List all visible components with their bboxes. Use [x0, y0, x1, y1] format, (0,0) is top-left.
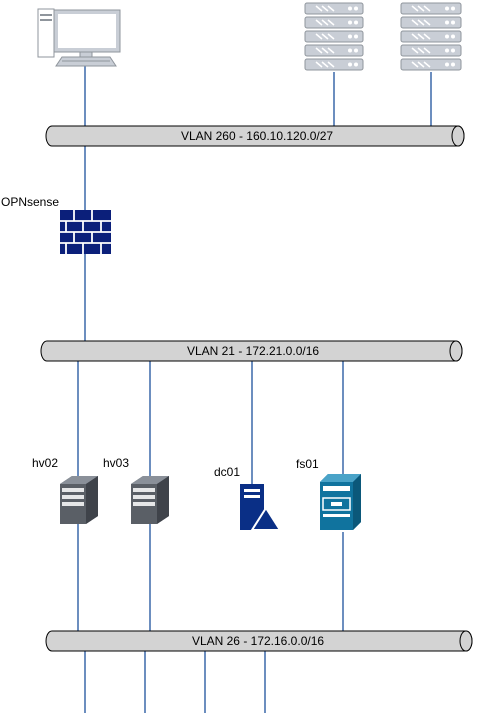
fs01-label: fs01	[296, 457, 319, 471]
bus-vlan21-label: VLAN 21 - 172.21.0.0/16	[187, 344, 319, 358]
fs01-node[interactable]: fs01	[296, 457, 361, 530]
rack-server-icon	[400, 2, 462, 72]
file-server-icon	[320, 474, 361, 530]
hv02-node[interactable]: hv02	[32, 456, 98, 524]
tower-server-icon	[60, 476, 98, 524]
bus-vlan260[interactable]: VLAN 260 - 160.10.120.0/27	[45, 125, 465, 147]
bus-vlan26[interactable]: VLAN 26 - 172.16.0.0/16	[45, 630, 473, 652]
hv02-label: hv02	[32, 456, 58, 470]
firewall-node[interactable]: OPNsense	[1, 195, 111, 254]
dc01-label: dc01	[214, 465, 240, 479]
rack-server-node-2[interactable]	[400, 2, 462, 72]
bus-vlan21[interactable]: VLAN 21 - 172.21.0.0/16	[40, 340, 463, 362]
domain-controller-icon	[240, 484, 282, 531]
workstation-node[interactable]	[37, 8, 121, 67]
tower-server-icon	[131, 476, 169, 524]
firewall-icon	[60, 210, 111, 254]
rack-server-node-1[interactable]	[304, 2, 364, 72]
rack-server-icon	[304, 2, 364, 72]
hv03-node[interactable]: hv03	[103, 456, 169, 524]
workstation-icon	[37, 8, 121, 67]
bus-vlan26-label: VLAN 26 - 172.16.0.0/16	[192, 634, 324, 648]
hv03-label: hv03	[103, 456, 129, 470]
bus-vlan260-label: VLAN 260 - 160.10.120.0/27	[181, 129, 333, 143]
dc01-node[interactable]: dc01	[214, 465, 282, 531]
firewall-label: OPNsense	[1, 195, 59, 209]
